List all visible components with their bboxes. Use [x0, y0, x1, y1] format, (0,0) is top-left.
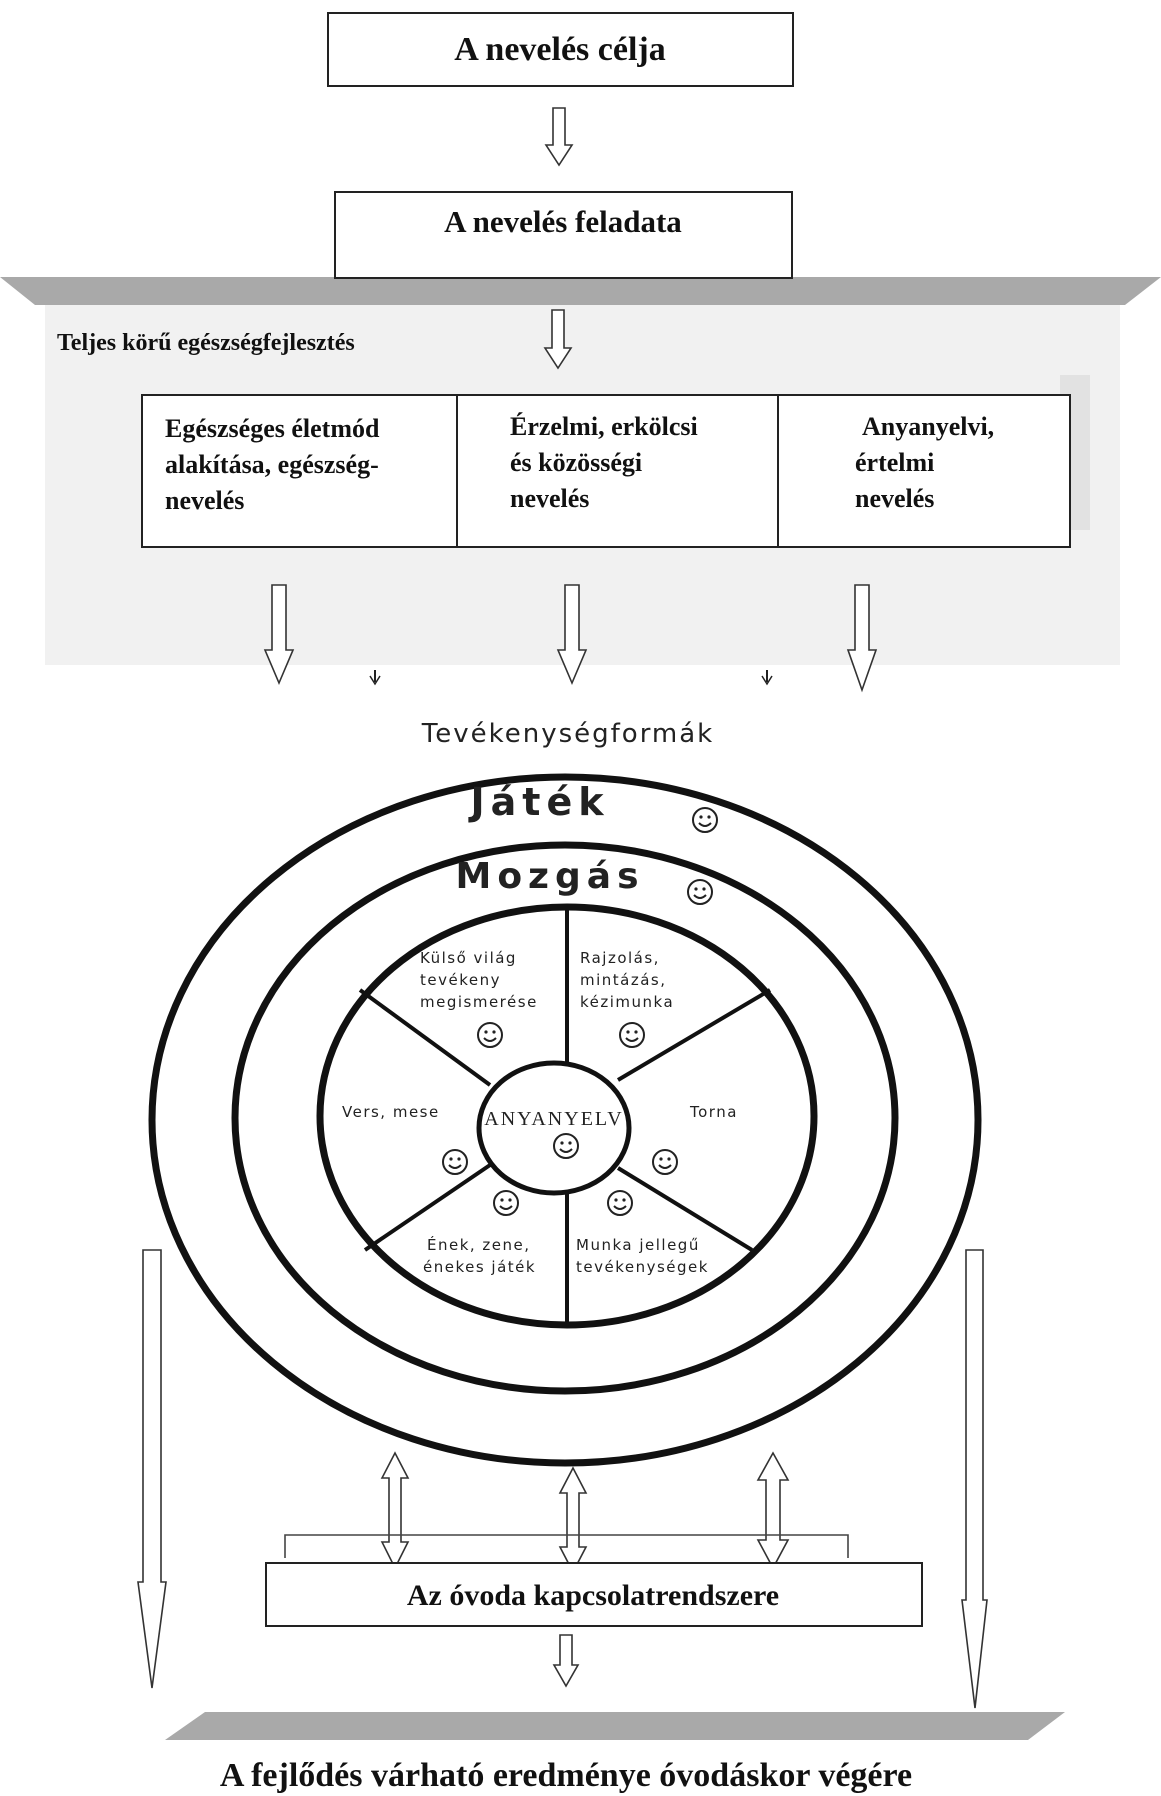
smiley-icon [607, 1190, 633, 1216]
ring-center [476, 1060, 632, 1196]
long-arrow-right [961, 1249, 988, 1709]
double-arrow-center [558, 1466, 588, 1574]
relations-label: Az óvoda kapcsolatrendszere [407, 1579, 779, 1612]
double-arrow-right [756, 1451, 790, 1570]
segment-enek: Ének, zene, énekes játék [423, 1235, 537, 1276]
goal-label: A nevelés célja [454, 31, 666, 68]
smiley-icon [692, 807, 718, 833]
double-arrow-left [380, 1451, 410, 1570]
relations-box: Az óvoda kapcsolatrendszere [265, 1562, 923, 1627]
ring-outer [148, 773, 982, 1467]
result-label: A fejlődés várható eredménye óvodáskor v… [220, 1757, 912, 1794]
segment-torna: Torna [689, 1103, 738, 1121]
down-arrow-task-to-columns [543, 309, 573, 370]
segment-dividers [358, 907, 772, 1325]
health-development-label: Teljes körű egészségfejlesztés [57, 330, 355, 356]
task-column-health: Egészséges életmód alakítása, egészség- … [165, 414, 386, 515]
goal-box: A nevelés célja [327, 12, 794, 87]
small-arrow-left [369, 670, 381, 686]
ring-label-mozgas: Mozgás [456, 856, 645, 897]
relations-bracket [284, 1534, 849, 1558]
ring-label-jatek: Játék [468, 780, 610, 824]
small-arrow-right [761, 670, 773, 686]
ring-middle [231, 841, 899, 1395]
down-arrow-column-3 [846, 584, 878, 693]
task-box: A nevelés feladata [334, 191, 793, 279]
segment-vers: Vers, mese [342, 1103, 440, 1121]
task-columns-table: Egészséges életmód alakítása, egészség- … [141, 394, 1071, 548]
center-label-anyanyelv: ANYANYELV [484, 1108, 623, 1130]
task-label: A nevelés feladata [444, 204, 682, 239]
gray-band-top [0, 277, 1161, 305]
segment-rajzolas: Rajzolás, mintázás, kézimunka [580, 949, 674, 1011]
smiley-icon [477, 1022, 503, 1048]
down-arrow-column-1 [263, 584, 295, 686]
gray-band-bottom [165, 1712, 1065, 1740]
down-arrow-relations-to-result [552, 1634, 580, 1688]
task-column-language: Anyanyelvi, értelmi nevelés [855, 412, 1001, 513]
segment-kulso-vilag: Külső világ tevékeny megismerése [420, 949, 538, 1011]
down-arrow-goal-to-task [544, 107, 574, 167]
smiley-icon [687, 879, 713, 905]
smiley-icon [442, 1149, 468, 1175]
activity-forms-title: Tevékenységformák [421, 719, 715, 749]
long-arrow-left [137, 1249, 167, 1689]
smiley-icon [619, 1022, 645, 1048]
task-column-emotional: Érzelmi, erkölcsi és közösségi nevelés [510, 412, 704, 513]
activity-rings [148, 773, 982, 1467]
smiley-icon [652, 1149, 678, 1175]
down-arrow-column-2 [556, 584, 588, 686]
smiley-icon [553, 1133, 579, 1159]
smiley-icon [493, 1190, 519, 1216]
segment-munka: Munka jellegű tevékenységek [576, 1236, 709, 1276]
